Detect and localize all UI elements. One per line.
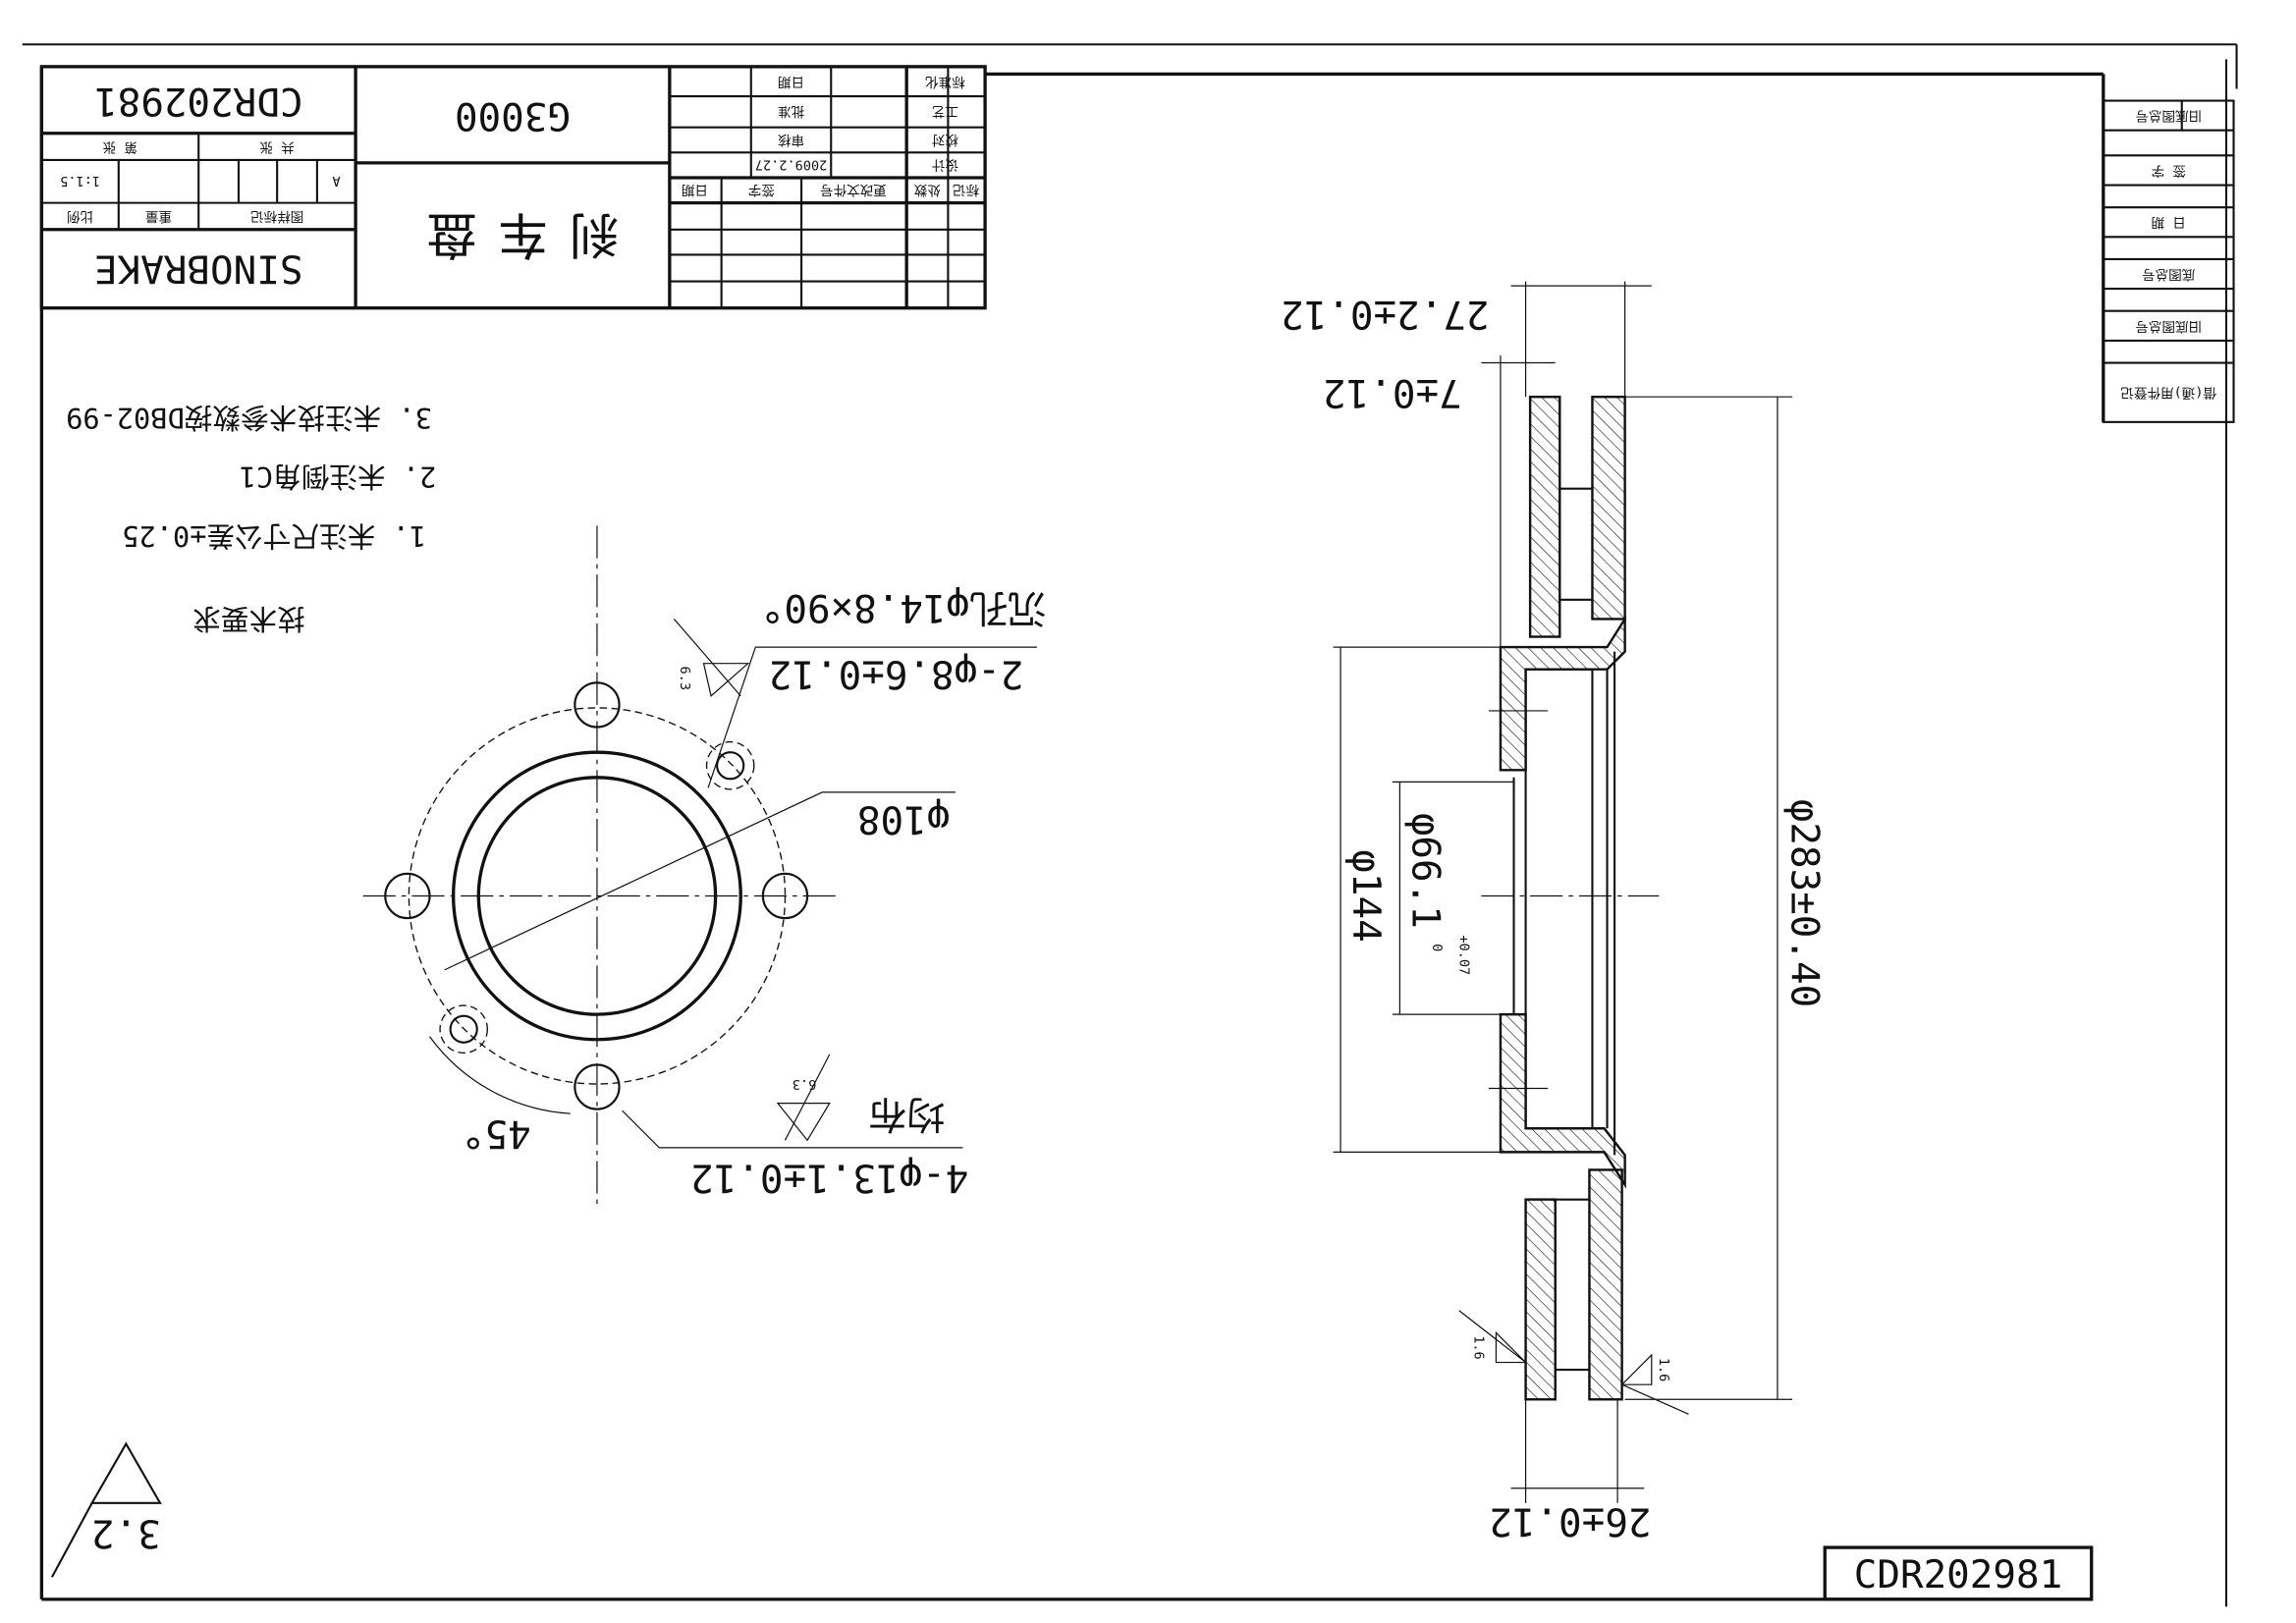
rev-header-mark: 标记 xyxy=(952,182,979,197)
evenly-label: 均布 xyxy=(868,1092,945,1136)
technical-notes: 技术要求 1. 未注尺寸公差±0.25 2. 未注倒角C1 3. 未注技术参数按… xyxy=(66,401,436,635)
sheet-current-label: 第 张 xyxy=(102,138,137,155)
rev-header-date: 日期 xyxy=(682,182,708,197)
scale-label: 比例 xyxy=(67,208,93,224)
side-table: 旧底图总号 签 字 日 期 底图总号 旧底图总号 借(通)用件登记 xyxy=(2102,99,2235,423)
general-roughness-value: 3.2 xyxy=(91,1510,161,1554)
rev-row-date: 日期 xyxy=(778,74,804,89)
front-view: 沉孔φ14.8×90° 2-φ8.6±0.12 φ108 45° 4-φ13.1… xyxy=(362,525,1047,1208)
bolt-hole xyxy=(574,681,621,729)
notes-heading: 技术要求 xyxy=(192,602,305,635)
outer-diameter-dim: φ283±0.40 xyxy=(1782,799,1827,1007)
sheet-total-label: 共 张 xyxy=(259,138,295,154)
hub-diameter-dim: φ144 xyxy=(1343,849,1388,942)
rev-header-sign: 签字 xyxy=(748,182,775,198)
part-name: 刹车盘 xyxy=(406,204,619,263)
rev-row-design: 设计 xyxy=(932,156,958,172)
drawing-number: CDR202981 xyxy=(94,79,302,123)
model-number: G3000 xyxy=(455,93,571,137)
bore-tol-lower: 0 xyxy=(1429,944,1445,951)
bore-tol-upper: +0.07 xyxy=(1455,935,1471,975)
pcd-label: φ108 xyxy=(857,797,950,841)
side-base-number: 底图总号 xyxy=(2142,266,2195,282)
general-roughness-symbol: 3.2 xyxy=(50,1441,162,1578)
roughness-right: 1.6 xyxy=(1656,1358,1671,1382)
rev-row-approve: 批准 xyxy=(778,103,804,119)
side-old-base-number: 旧底图总号 xyxy=(2135,318,2202,334)
scale-value: 1:1.5 xyxy=(60,173,100,189)
weight-label: 重量 xyxy=(145,208,172,224)
small-hole xyxy=(449,1014,478,1044)
roughness-label: 6.3 xyxy=(793,1076,816,1092)
note-3: 3. 未注技术参数按DB02-99 xyxy=(66,401,432,434)
bolt-hole xyxy=(384,872,431,920)
title-block: CDR202981 共 张 第 张 A 1:1.5 图样标记 重量 比例 SIN… xyxy=(39,65,987,310)
bore-diameter-dim: φ66.1 xyxy=(1403,813,1448,929)
rev-row-check: 校对 xyxy=(932,132,958,148)
roughness-left: 1.6 xyxy=(1470,1335,1486,1360)
mark-label: 图样标记 xyxy=(250,208,304,224)
rev-header-doc: 更改文件号 xyxy=(820,182,887,197)
angle-label: 45° xyxy=(462,1110,531,1155)
small-hole xyxy=(716,751,745,781)
mark-value: A xyxy=(332,173,340,189)
section-view: 27.2±0.12 7±0.12 φ283±0.40 φ144 φ66.1 +0… xyxy=(1281,281,1827,1542)
total-thickness-dim: 27.2±0.12 xyxy=(1281,292,1489,336)
roughness-label: 6.3 xyxy=(677,667,692,691)
corner-number-box: CDR202981 xyxy=(1823,1545,2094,1601)
rev-header-count: 处数 xyxy=(913,182,941,197)
small-holes-label: 2-φ8.6±0.12 xyxy=(769,652,1024,696)
side-register: 借(通)用件登记 xyxy=(2120,385,2216,401)
company-name: SINOBRAKE xyxy=(94,245,302,290)
bolt-hole xyxy=(761,872,809,920)
rev-row-standard: 标准化 xyxy=(925,74,965,89)
bolt-hole xyxy=(574,1063,621,1110)
rev-row-design-date: 2009.2.27 xyxy=(755,156,827,172)
rev-row-review: 审核 xyxy=(778,132,805,147)
hub-offset-dim: 7±0.12 xyxy=(1323,370,1462,414)
side-date: 日 期 xyxy=(2152,214,2186,230)
corner-drawing-number: CDR202981 xyxy=(1854,1553,2062,1597)
rev-row-process: 工艺 xyxy=(932,103,958,119)
bolt-holes-label: 4-φ13.1±0.12 xyxy=(690,1156,968,1200)
side-old-number: 旧底图总号 xyxy=(2135,108,2202,124)
revision-table: 标记 处数 更改文件号 签字 日期 设计 2009.2.27 校对 审核 工艺 … xyxy=(669,66,986,308)
note-2: 2. 未注倒角C1 xyxy=(240,460,437,494)
countersink-label: 沉孔φ14.8×90° xyxy=(761,585,1047,629)
side-sign: 签 字 xyxy=(2152,162,2186,179)
disc-thickness-dim: 26±0.12 xyxy=(1489,1498,1651,1542)
note-1: 1. 未注尺寸公差±0.25 xyxy=(122,519,426,553)
